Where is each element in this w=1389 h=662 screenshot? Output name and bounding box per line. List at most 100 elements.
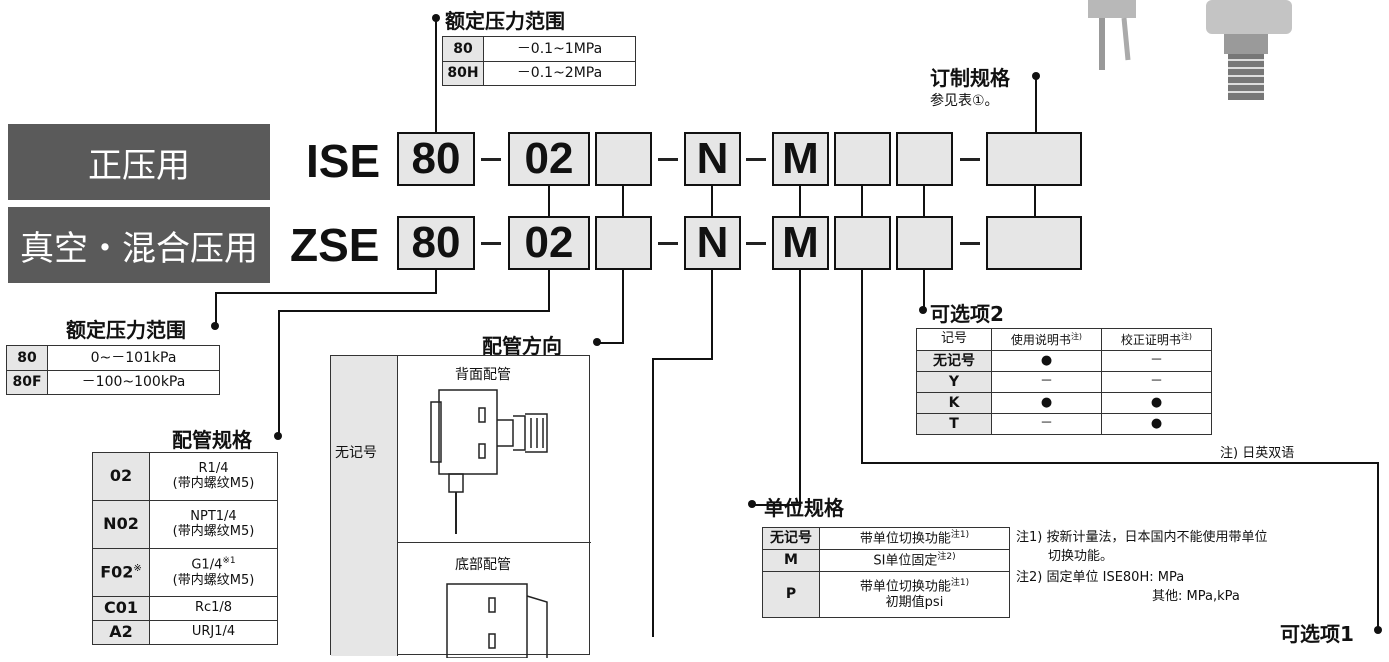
dash (960, 158, 980, 161)
connector (799, 186, 801, 216)
connector (923, 270, 925, 310)
connector (861, 186, 863, 216)
unit-spec-title: 单位规格 (764, 496, 844, 520)
connector (711, 270, 713, 360)
dash (960, 242, 980, 245)
product-photo-2 (1198, 0, 1308, 106)
connector (215, 292, 437, 294)
connector (861, 270, 863, 464)
piping-direction-title: 配管方向 (482, 334, 562, 358)
table-row: 80F－100~100kPa (6, 369, 220, 395)
code-box-custom (986, 132, 1082, 186)
connector (711, 186, 713, 216)
connector (799, 270, 801, 506)
code-box-option1 (834, 216, 891, 270)
code-box-range: 80 (397, 132, 475, 186)
connector (548, 270, 550, 312)
table-row: 无记号●－ (916, 350, 1212, 372)
dash (658, 242, 678, 245)
piping-back-label: 背面配管 (455, 367, 511, 383)
product-photo-1 (1088, 0, 1168, 80)
code-box-custom (986, 216, 1082, 270)
piping-direction-code: 无记号 (335, 445, 377, 461)
connector (1035, 76, 1037, 132)
connector (752, 504, 801, 506)
piping-spec-title: 配管规格 (172, 428, 252, 452)
unit-note-2b: 其他: MPa,kPa (1152, 589, 1240, 604)
series-label-positive: 正压用 (8, 124, 270, 200)
unit-note-1b: 切换功能。 (1048, 549, 1114, 564)
table-row: 记号使用说明书注)校正证明书注) (916, 328, 1212, 351)
option2-dot (919, 306, 927, 314)
code-box-n: N (684, 216, 741, 270)
code-box-unit: M (772, 216, 829, 270)
connector (652, 358, 654, 637)
table-row: 无记号带单位切换功能注1) (762, 527, 1010, 550)
table-row: 80－0.1~1MPa (442, 36, 636, 62)
connector (923, 186, 925, 216)
option2-title: 可选项2 (930, 302, 1004, 326)
custom-spec-title: 订制规格 (930, 66, 1010, 90)
connector (278, 310, 280, 436)
rated-range-top-title: 额定压力范围 (445, 9, 565, 33)
dash (746, 242, 766, 245)
series-label-vacuum: 真空・混合压用 (8, 207, 270, 283)
rated-range-bottom-title: 额定压力范围 (66, 318, 186, 342)
connector (622, 270, 624, 344)
custom-spec-sub: 参见表①。 (930, 93, 999, 109)
unit-spec-dot (748, 500, 756, 508)
connector (435, 270, 437, 294)
table-row: K●● (916, 392, 1212, 414)
table-row: T－● (916, 413, 1212, 435)
piping-direction-code-cell: 无记号 (331, 356, 398, 656)
connector (652, 358, 713, 360)
unit-note-2: 注2) 固定单位 ISE80H: MPa (1016, 570, 1185, 585)
piping-direction-table: 无记号 背面配管 底部配管 (330, 355, 591, 659)
dash (481, 158, 501, 161)
connector (435, 18, 437, 132)
code-box-range: 80 (397, 216, 475, 270)
back-piping-illustration (427, 386, 577, 540)
code-box-option1 (834, 132, 891, 186)
option1-title: 可选项1 (1280, 622, 1354, 646)
code-box-direction (595, 132, 652, 186)
connector (215, 292, 217, 326)
connector (278, 310, 550, 312)
code-box-direction (595, 216, 652, 270)
option1-dot (1374, 626, 1382, 634)
code-box-option2 (896, 216, 953, 270)
code-box-piping: 02 (508, 132, 590, 186)
dash (746, 158, 766, 161)
connector (1377, 462, 1379, 630)
piping-direction-divider (397, 542, 591, 543)
dash (481, 242, 501, 245)
option2-table: 记号使用说明书注)校正证明书注) 无记号●－ Y－－ K●● T－● (916, 328, 1212, 435)
connector (600, 342, 624, 344)
code-box-piping: 02 (508, 216, 590, 270)
model-prefix-zse: ZSE (290, 219, 380, 271)
connector (622, 186, 624, 216)
unit-note-1: 注1) 按新计量法，日本国内不能使用带单位 (1016, 530, 1268, 545)
connector (548, 186, 550, 216)
connector (1034, 186, 1036, 216)
model-prefix-ise: ISE (306, 135, 381, 187)
connector (861, 462, 1379, 464)
piping-direction-dot (593, 338, 601, 346)
piping-spec-dot (274, 432, 282, 440)
dash (658, 158, 678, 161)
option2-note: 注) 日英双语 (1220, 446, 1295, 461)
bottom-piping-illustration (427, 578, 577, 662)
code-box-unit: M (772, 132, 829, 186)
code-box-n: N (684, 132, 741, 186)
code-box-option2 (896, 132, 953, 186)
table-row: F02※G1/4※1(带内螺纹M5) (92, 548, 278, 597)
piping-bottom-label: 底部配管 (455, 557, 511, 573)
